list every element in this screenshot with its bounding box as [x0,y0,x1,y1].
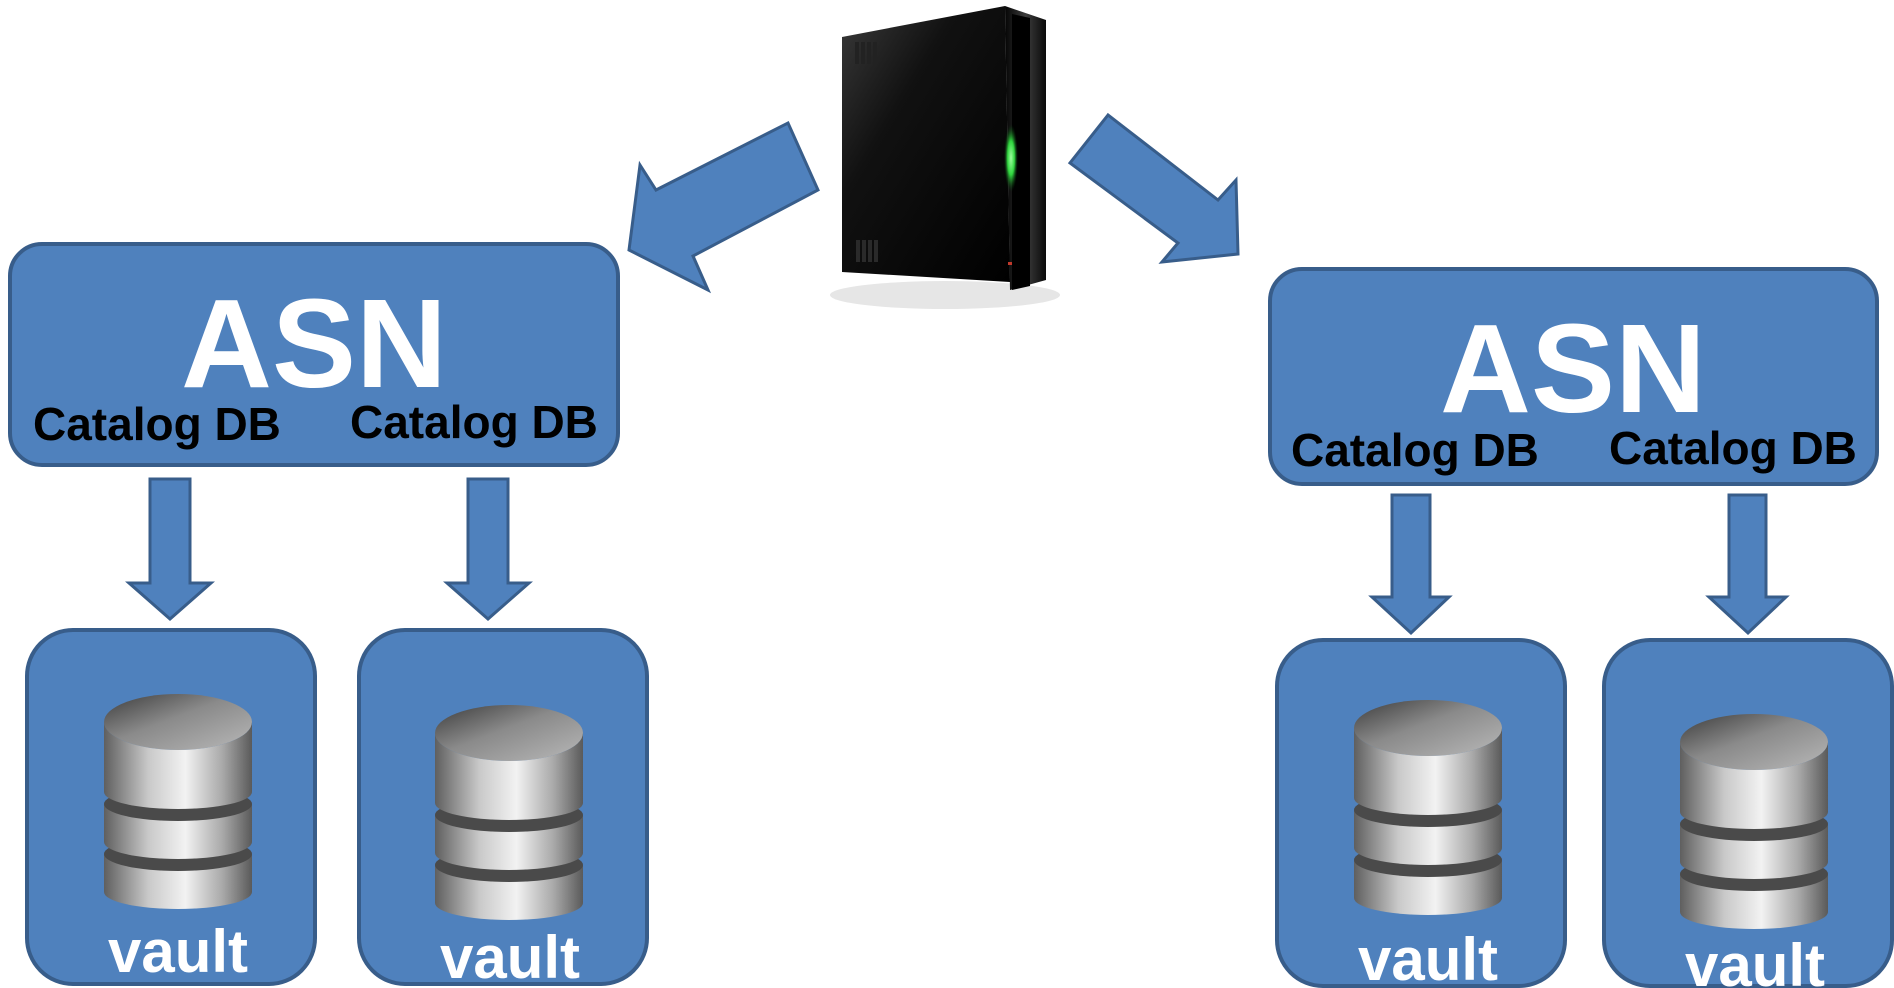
catalog-db-label: Catalog DB [1609,422,1857,474]
database-icon [435,705,583,920]
database-icon [104,694,252,909]
arrow-server-to-right-asn [1067,112,1240,264]
database-icon [1354,700,1502,915]
left-asn-group: ASN Catalog DB Catalog DB vault vault [8,242,649,988]
asn-title: ASN [181,273,447,414]
vault-label: vault [1685,932,1825,988]
asn-box [8,242,620,467]
asn-box [1268,267,1879,486]
catalog-db-label: Catalog DB [1291,424,1539,476]
arrow-catalog-to-vault [125,477,215,621]
arrow-catalog-to-vault [1705,493,1790,636]
vault-label: vault [1358,926,1498,988]
arrow-catalog-to-vault [1368,493,1453,636]
vault-label: vault [440,924,580,988]
asn-title: ASN [1440,298,1706,439]
catalog-db-label: Catalog DB [33,398,281,450]
server-status-led [1004,124,1018,192]
vault-label: vault [108,918,248,985]
arrow-catalog-to-vault [443,477,533,621]
server-icon [830,6,1060,309]
database-icon [1680,714,1828,929]
right-asn-group: ASN Catalog DB Catalog DB vault vault [1268,267,1894,988]
arrow-server-to-left-asn [627,120,820,294]
catalog-db-label: Catalog DB [350,396,598,448]
